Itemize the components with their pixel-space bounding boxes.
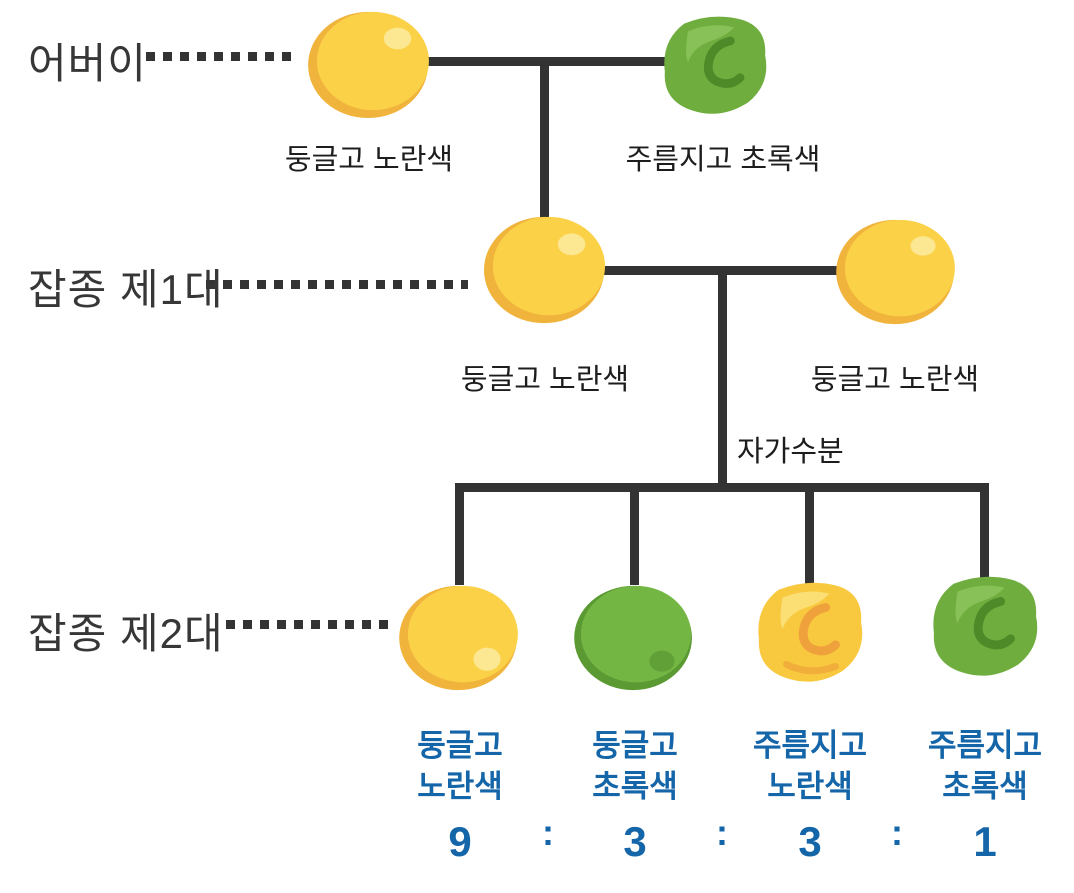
parent-round-yellow-pea-icon <box>306 8 434 120</box>
phenotype-label-3-line1: 주름지고 <box>752 728 868 763</box>
ratio-colon-2: : <box>716 812 728 853</box>
f1-dotted-line <box>206 280 468 289</box>
f2-round-green-pea-icon <box>572 582 698 692</box>
f1-right-caption: 둥글고 노란색 <box>810 364 980 396</box>
phenotype-label-2: 둥글고 초록색 <box>535 726 735 808</box>
f2-drop-line-1 <box>455 483 464 585</box>
phenotype-label-1-line1: 둥글고 <box>417 728 503 763</box>
f2-branch-line <box>455 483 989 492</box>
f2-generation-label: 잡종 제2대 <box>28 610 224 657</box>
phenotype-label-2-line1: 둥글고 <box>592 728 678 763</box>
f2-wrinkled-green-pea-icon <box>924 572 1046 682</box>
ratio-colon-1: : <box>542 812 554 853</box>
f2-drop-line-4 <box>980 483 989 585</box>
parent-wrinkled-green-pea-icon <box>654 12 776 120</box>
parent-right-caption: 주름지고 초록색 <box>625 144 821 176</box>
phenotype-label-2-line2: 초록색 <box>592 768 678 804</box>
ratio-value-1: 9 <box>448 818 472 865</box>
parent-generation-label: 어버이 <box>28 40 147 87</box>
phenotype-label-1-line2: 노란색 <box>417 768 503 804</box>
f1-right-round-yellow-pea-icon <box>834 216 960 326</box>
ratio-value-2: 3 <box>623 818 647 865</box>
parent-to-f1-line <box>540 57 549 227</box>
f2-dotted-line <box>226 620 390 629</box>
f2-round-yellow-pea-icon <box>397 582 523 692</box>
parent-dotted-line <box>146 52 298 61</box>
ratio-value-3: 3 <box>798 818 822 865</box>
phenotype-label-4-line1: 주름지고 <box>927 728 1043 763</box>
ratio-colon-3: : <box>891 812 903 853</box>
f2-drop-line-3 <box>805 483 814 585</box>
self-pollination-label: 자가수분 <box>737 436 844 468</box>
phenotype-label-3: 주름지고 노란색 <box>710 726 910 808</box>
phenotype-label-4: 주름지고 초록색 <box>885 726 1074 808</box>
f2-wrinkled-yellow-pea-icon <box>749 578 871 688</box>
phenotype-label-1: 둥글고 노란색 <box>360 726 560 808</box>
parent-left-caption: 둥글고 노란색 <box>284 144 454 176</box>
f1-left-caption: 둥글고 노란색 <box>460 364 630 396</box>
phenotype-label-4-line2: 초록색 <box>942 768 1028 804</box>
ratio-value-4: 1 <box>973 818 997 865</box>
f2-drop-line-2 <box>630 483 639 585</box>
f1-to-f2-line <box>718 266 727 492</box>
f1-left-round-yellow-pea-icon <box>482 212 610 326</box>
phenotype-label-3-line2: 노란색 <box>767 768 853 804</box>
f1-generation-label: 잡종 제1대 <box>28 266 224 313</box>
